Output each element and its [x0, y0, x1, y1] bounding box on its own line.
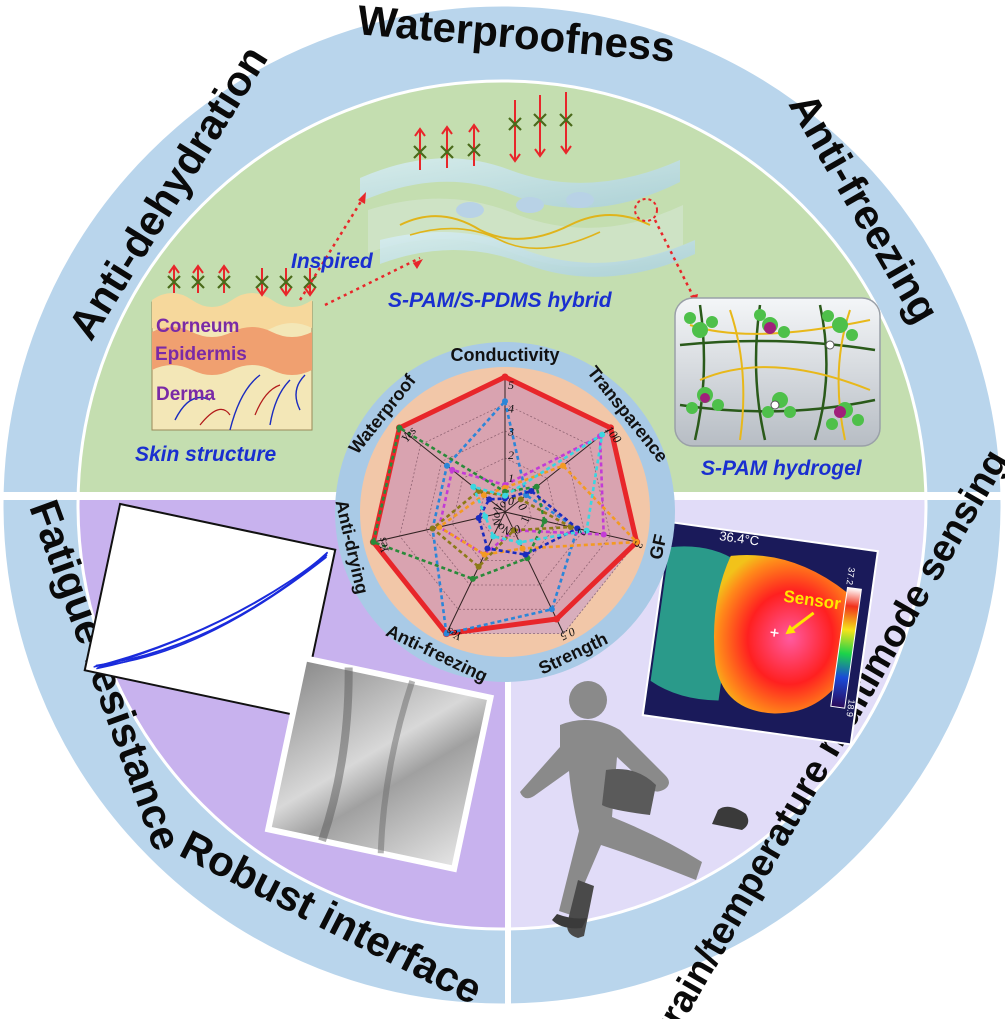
radar-point: [516, 539, 523, 546]
hybrid-caption: S-PAM/S-PDMS hybrid: [388, 289, 613, 312]
radar-axis-label: Conductivity: [450, 345, 559, 365]
radar-grid-ring: [451, 457, 559, 562]
radar-point: [443, 630, 450, 637]
radar-series-2: [431, 399, 579, 635]
thermal-scale-max: 37.2: [844, 567, 856, 586]
radar-tick-label: 0.5: [558, 624, 578, 643]
radar-point: [449, 466, 456, 473]
skin-layer-corneum: Corneum: [156, 316, 239, 337]
runner-silhouette: [520, 681, 749, 938]
radar-point: [470, 483, 477, 490]
radar-tick-label: 0: [508, 494, 514, 508]
radar-point: [583, 527, 590, 534]
radar-grid-ring: [478, 484, 532, 537]
radar-series-3: [437, 434, 606, 556]
radar-point: [480, 492, 487, 499]
radar-point: [510, 527, 517, 534]
skin-structure-caption: Skin structure: [135, 443, 277, 466]
radar-point: [517, 496, 524, 503]
radar-point: [370, 539, 377, 546]
radar-axis-line: [445, 511, 506, 634]
radar-point: [528, 487, 535, 494]
radar-tick-label: 1: [508, 471, 514, 485]
radar-tick-label: No: [488, 511, 505, 529]
radar-tick-label: 1: [518, 515, 533, 524]
radar-tick-label: 3: [631, 540, 646, 550]
radar-tick-label: Yes: [375, 536, 392, 555]
radar-series-group: [369, 373, 641, 638]
radar-point: [607, 424, 615, 432]
radar-point: [567, 524, 574, 531]
radar-tick-label: 3: [507, 425, 514, 439]
radar-series-6: [431, 489, 573, 569]
radar-point: [548, 606, 555, 613]
inspiration-arrows: [298, 194, 697, 307]
radar-tick-label: No: [495, 520, 515, 539]
skin-structure-illustration: [151, 264, 317, 431]
radar-point: [560, 462, 567, 469]
radar-point: [443, 462, 450, 469]
radar-series-4: [437, 464, 638, 556]
radar-point: [475, 515, 482, 522]
hydrogel-caption: S-PAM hydrogel: [701, 457, 863, 480]
radar-point: [523, 492, 530, 499]
inspired-label: Inspired: [291, 250, 374, 273]
radar-point: [533, 483, 540, 490]
radar-point: [469, 575, 476, 582]
radar-tick-label: 0: [512, 522, 523, 537]
radar-point: [574, 525, 581, 532]
hydrogel-network-illustration: [674, 297, 881, 447]
radar-point: [553, 615, 561, 623]
radar-grid-ring: [399, 403, 611, 610]
radar-tick-label: 2: [575, 528, 590, 537]
radar-point: [475, 563, 482, 570]
hybrid-sheets-illustration: [360, 92, 695, 277]
fatigue-loop-plot: [83, 502, 337, 718]
radar-point: [600, 531, 607, 538]
radar-point: [429, 525, 436, 532]
thermal-scale-min: 18.9: [844, 699, 856, 718]
skin-layer-epidermis: Epidermis: [155, 344, 247, 365]
radar-point: [633, 539, 640, 546]
radar-point: [541, 518, 548, 525]
radar-point: [482, 513, 489, 520]
radar-tick-label: 5: [508, 378, 514, 392]
radar-point: [484, 545, 491, 552]
radar-point: [599, 431, 606, 438]
radar-point: [501, 373, 509, 381]
interface-microscope-photo: [264, 654, 495, 873]
radar-point: [396, 424, 403, 431]
thermal-temperature-readout: 36.4°C: [718, 528, 760, 548]
radar-point: [502, 398, 508, 405]
radar-tick-label: 4: [508, 401, 514, 415]
radar-point: [490, 533, 497, 540]
radar-point: [522, 551, 529, 558]
thermal-image: [641, 520, 879, 746]
radar-point: [502, 492, 508, 499]
radar-point: [481, 551, 488, 558]
radar-point: [519, 545, 526, 552]
radar-point: [486, 496, 493, 503]
radar-tick-label: 2: [508, 448, 514, 462]
radar-series-5: [372, 426, 546, 581]
radar-tick-label: Yes: [444, 624, 464, 644]
skin-layer-derma: Derma: [156, 384, 216, 405]
radar-series-7: [477, 489, 579, 556]
